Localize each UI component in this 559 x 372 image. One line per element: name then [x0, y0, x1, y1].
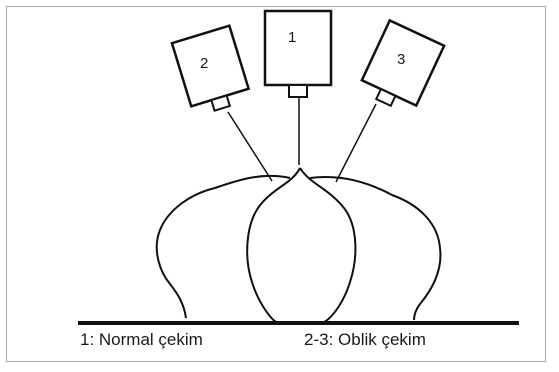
- caption-oblique: 2-3: Oblik çekim: [304, 330, 426, 349]
- camera-3: [360, 18, 446, 108]
- camera-2: [170, 24, 251, 112]
- camera-3-label: 3: [397, 51, 405, 68]
- sight-line-3: [335, 103, 377, 183]
- right-lump: [309, 175, 442, 321]
- sight-line-2: [227, 111, 273, 182]
- camera-1: 1: [263, 9, 333, 98]
- center-lump: [246, 167, 357, 323]
- caption-normal: 1: Normal çekim: [80, 330, 203, 349]
- camera-2-label: 2: [200, 55, 208, 72]
- camera-1-label: 1: [288, 29, 296, 46]
- left-lump: [155, 174, 291, 319]
